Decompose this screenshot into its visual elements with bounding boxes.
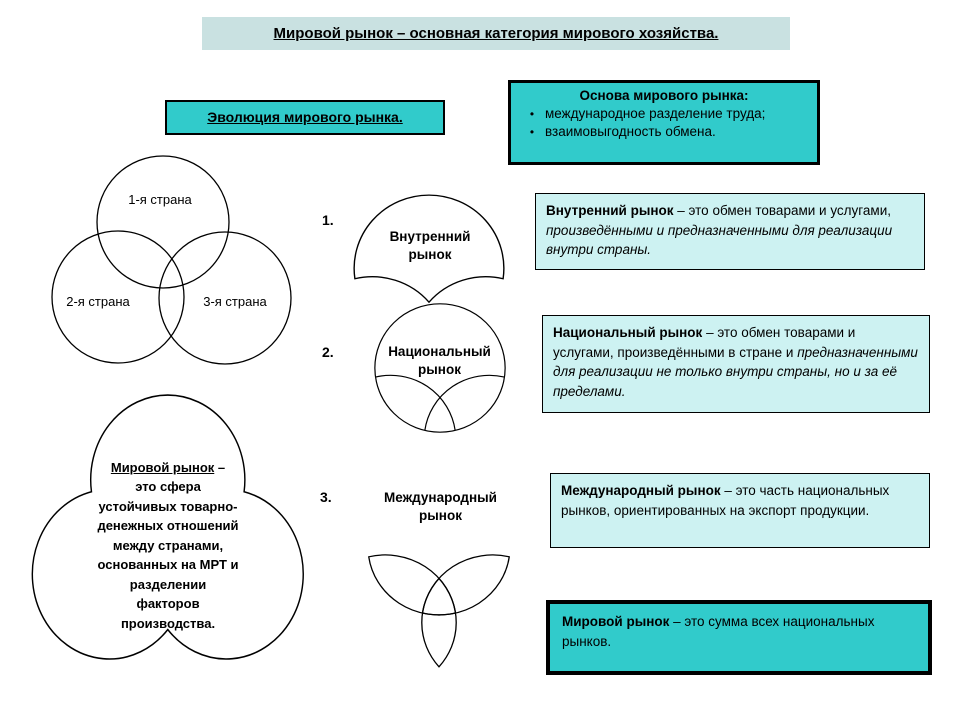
world-blob-lead: Мировой рынок — [110, 459, 215, 475]
venn-label-country1: 1-я страна — [128, 192, 192, 207]
definition-world-market-sum: Мировой рынок – это сумма всех националь… — [546, 600, 932, 675]
definition-national-lead: Национальный рынок — [553, 325, 703, 340]
world-market-blob — [31, 394, 304, 660]
stage-3-label: Международный рынок — [384, 490, 497, 523]
definition-internal-mid: – это обмен товарами и услугами, — [673, 203, 892, 218]
venn-label-country2: 2-я страна — [66, 294, 130, 309]
venn-label-country3: 3-я страна — [203, 294, 267, 309]
national-market-shape — [374, 303, 506, 433]
definition-world-sum-rest: – это сумма всех национальных рынков. — [562, 614, 875, 649]
internal-market-shape — [353, 194, 505, 304]
definition-world-sum-lead: Мировой рынок — [562, 614, 670, 629]
international-market-shape — [367, 554, 511, 668]
basis-title: Основа мирового рынка: — [579, 88, 749, 103]
stage-3-number: 3. — [320, 489, 332, 505]
definition-international-lead: Международный рынок — [561, 483, 721, 498]
world-market-blob-text: Мировой рынок – это сфера устойчивых тов… — [55, 438, 281, 633]
definition-national-mid: – это обмен товарами и услугами, произве… — [553, 325, 856, 360]
definition-national-italic: предназначенными для реализации не тольк… — [553, 344, 918, 399]
stage-1-label: Внутренний рынок — [389, 229, 471, 262]
bullet-icon: • — [529, 125, 535, 139]
basis-bullet-text: международное разделение труда; — [545, 106, 766, 121]
definition-international-market: Международный рынок – это часть национал… — [550, 473, 930, 548]
basis-bullet-item: • взаимовыгодность обмена. — [519, 123, 809, 141]
evolution-heading-text: Эволюция мирового рынка. — [207, 109, 403, 125]
stage-1-number: 1. — [322, 212, 334, 228]
definition-internal-italic: произведёнными и предназначенными для ре… — [546, 222, 893, 258]
stage-2-number: 2. — [322, 344, 334, 360]
definition-international-rest: – это часть национальных рынков, ориенти… — [561, 483, 890, 518]
basis-bullet-item: • международное разделение труда; — [519, 105, 809, 123]
page-title-text: Мировой рынок – основная категория миров… — [273, 25, 719, 42]
definition-internal-lead: Внутренний рынок — [546, 203, 674, 218]
basis-box: Основа мирового рынка: • международное р… — [508, 80, 820, 165]
definition-internal-market: Внутренний рынок – это обмен товарами и … — [535, 193, 925, 270]
world-blob-rest: – это сфера устойчивых товарно- денежных… — [97, 459, 239, 631]
page-title: Мировой рынок – основная категория миров… — [202, 17, 790, 50]
basis-bullet-text: взаимовыгодность обмена. — [545, 124, 716, 139]
venn-countries-diagram — [51, 155, 292, 365]
bullet-icon: • — [529, 107, 535, 121]
stage-2-label: Национальный рынок — [388, 344, 491, 377]
definition-national-market: Национальный рынок – это обмен товарами … — [542, 315, 930, 413]
evolution-heading: Эволюция мирового рынка. — [165, 100, 445, 135]
